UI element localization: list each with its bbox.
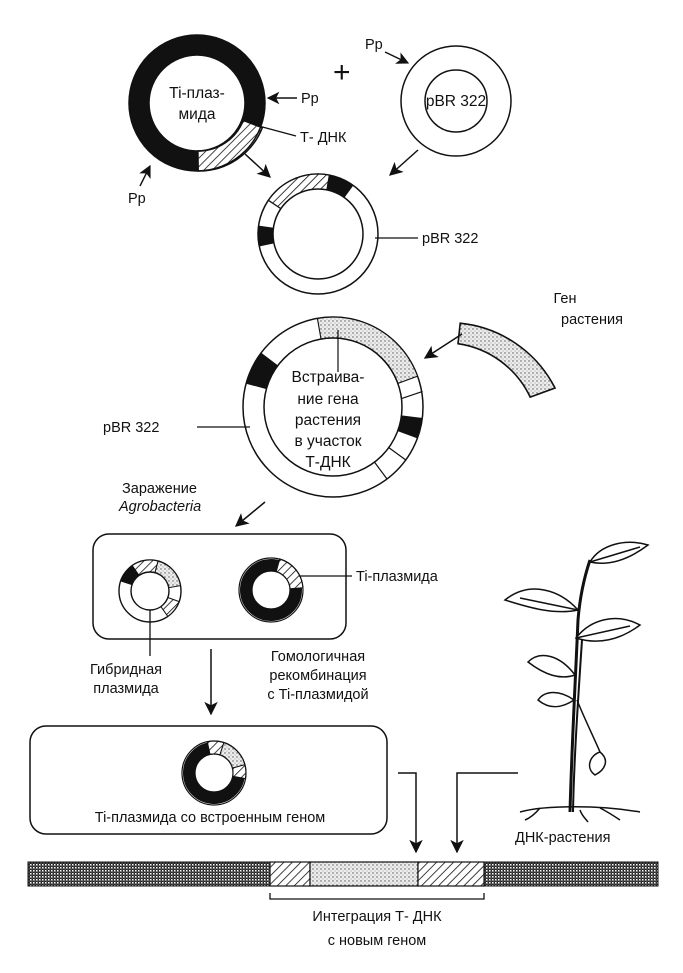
infection-label: Заражение — [122, 481, 197, 497]
insertion-black-block-right — [397, 415, 423, 438]
hybrid-plasmid-ring — [118, 559, 182, 623]
t-dna-leader — [254, 124, 297, 137]
ti-plasmid-label-line2: мида — [179, 106, 216, 123]
integrated-t-dna-left — [269, 861, 311, 887]
pp-top-arrow — [384, 51, 410, 64]
plant-gene-arc — [457, 322, 557, 399]
plant-leaf — [536, 691, 576, 708]
plant-gene-label-line1: Ген — [554, 291, 577, 307]
plant-dna-label: ДНК-растения — [515, 830, 610, 846]
insertion-black-block-left — [246, 352, 278, 390]
hybrid-label-line2: плазмида — [93, 681, 159, 697]
ti-plasmid-box-label: Ti-плазмида — [356, 569, 439, 585]
plant-to-chromosome-arrow — [450, 772, 518, 854]
pbr322-left-label: pBR 322 — [103, 420, 159, 436]
integration-bracket — [269, 893, 485, 900]
pbr322-top-label: pBR 322 — [426, 93, 486, 110]
plant-illustration — [503, 541, 650, 823]
integrated-plant-gene — [309, 861, 419, 887]
pp-left-label: Pp — [128, 191, 146, 207]
hybrid-label-line1: Гибридная — [90, 662, 162, 678]
plus-sign: + — [333, 56, 351, 89]
plant-leaf — [588, 751, 607, 776]
fused-plasmid-ring — [257, 173, 379, 295]
ti-with-gene-label: Ti-плазмида со встроенным геном — [95, 810, 326, 826]
plant-chromosome — [27, 861, 659, 887]
integration-label-line2: с новым геном — [328, 933, 427, 949]
recombination-label-line2: рекомбинация — [269, 668, 366, 684]
recombination-label-line1: Гомологичная — [271, 649, 365, 665]
plant-gene-label-line2: растения — [561, 312, 623, 328]
pp-left-arrow — [139, 164, 151, 187]
fused-black-block-top — [326, 175, 354, 198]
ti-plasmid-ring — [128, 34, 266, 172]
arrow-ti-to-fused — [244, 153, 271, 178]
insertion-label-line5: Т-ДНК — [305, 454, 350, 471]
insertion-label-line1: Встраива- — [292, 369, 365, 386]
integration-label-line1: Интеграция Т- ДНК — [312, 909, 442, 925]
pp-top-label: Pp — [365, 37, 383, 53]
insertion-label-line2: ние гена — [297, 391, 359, 408]
ti-plasmid-ring-in-cell — [238, 557, 304, 623]
t-dna-segment — [197, 119, 264, 172]
arrow-pbr-to-fused — [388, 149, 419, 176]
fused-black-block-left — [257, 225, 274, 247]
t-dna-label: Т- ДНК — [300, 130, 347, 146]
pbr322-fused-label: pBR 322 — [422, 231, 478, 247]
hybrid-black-block — [120, 565, 140, 586]
plant-leaf — [574, 617, 642, 642]
box2-to-chromosome-arrow — [398, 772, 423, 854]
integrated-t-dna-right — [417, 861, 485, 887]
pbr322-ring-top — [400, 45, 512, 157]
insertion-label-line4: в участок — [294, 433, 361, 450]
arrow-to-agrobacteria — [234, 501, 266, 527]
plant-leaf — [526, 654, 577, 678]
insertion-label-line3: растения — [295, 412, 361, 429]
agrobacteria-label: Agrobacteria — [118, 499, 201, 515]
recombination-label-line3: с Ti-плазмидой — [267, 687, 368, 703]
ti-plasmid-with-gene-ring — [181, 740, 247, 806]
arrow-gene-to-insertion — [423, 333, 463, 359]
pp-right-label: Pp — [301, 91, 319, 107]
ti-plasmid-label-line1: Ti-плаз- — [169, 85, 225, 102]
insertion-plasmid-ring — [242, 316, 424, 498]
